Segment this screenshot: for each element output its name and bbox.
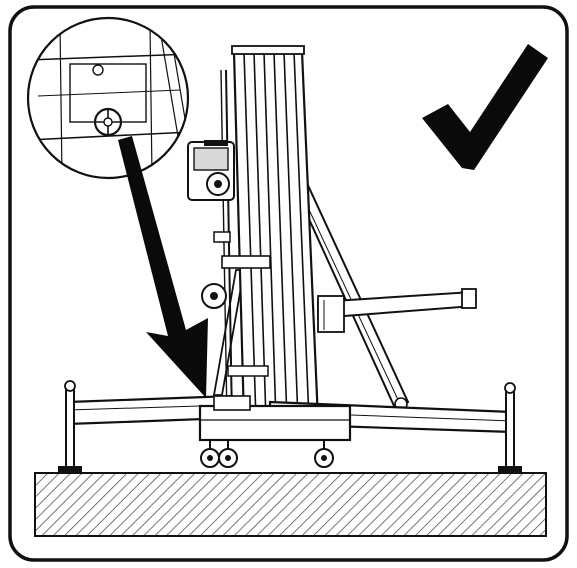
casters [200, 440, 334, 468]
checkmark-icon [422, 44, 548, 170]
bubble-level [93, 107, 123, 137]
ground-slab [34, 472, 547, 537]
pointer-arrow [118, 136, 208, 398]
base-legs [66, 394, 514, 442]
boom-arm [317, 288, 477, 333]
mast [213, 45, 320, 422]
winch [187, 140, 235, 309]
leveling-jacks [58, 380, 522, 472]
inset-magnifier [26, 16, 190, 180]
